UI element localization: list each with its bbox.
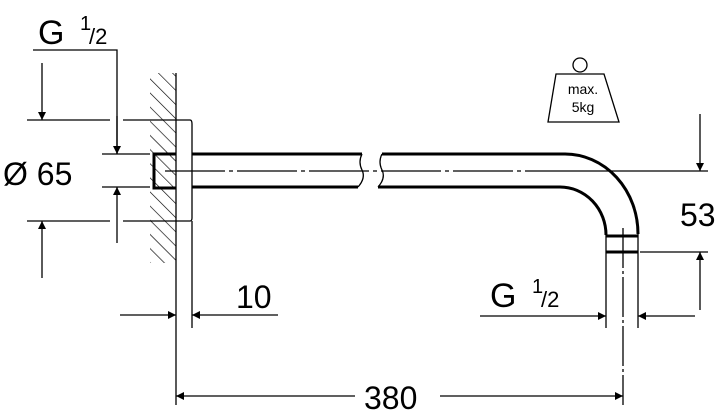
weight-value-label: 5kg — [572, 99, 595, 115]
dimension-thread-outlet: G 1 /2 — [480, 276, 695, 320]
wall-offset-label: 10 — [236, 279, 272, 315]
dimension-wall-offset: 10 — [120, 279, 278, 319]
weight-max-label: max. — [568, 81, 598, 97]
dimension-length: 380 — [176, 380, 623, 415]
thread-top-sup: 1 — [80, 13, 91, 35]
dimension-diameter: Ø 65 — [3, 63, 176, 278]
weight-icon: max. 5kg — [547, 57, 620, 123]
thread-outlet-label: G — [490, 277, 516, 315]
thread-top-sub: /2 — [89, 24, 107, 49]
thread-outlet-sub: /2 — [541, 287, 559, 312]
drop-label: 53 — [680, 197, 716, 233]
shower-arm-pipe — [165, 152, 640, 236]
wall — [150, 73, 177, 405]
thread-top-label: G — [38, 14, 64, 52]
thread-outlet-sup: 1 — [532, 276, 543, 298]
wall-connector-nut — [152, 152, 176, 190]
length-label: 380 — [364, 380, 417, 415]
diameter-label: Ø 65 — [3, 156, 72, 192]
outlet-thread — [605, 228, 639, 405]
dimension-thread-top: G 1 /2 — [33, 13, 150, 243]
dimension-drop: 53 — [612, 114, 716, 310]
wall-flange — [176, 119, 193, 328]
